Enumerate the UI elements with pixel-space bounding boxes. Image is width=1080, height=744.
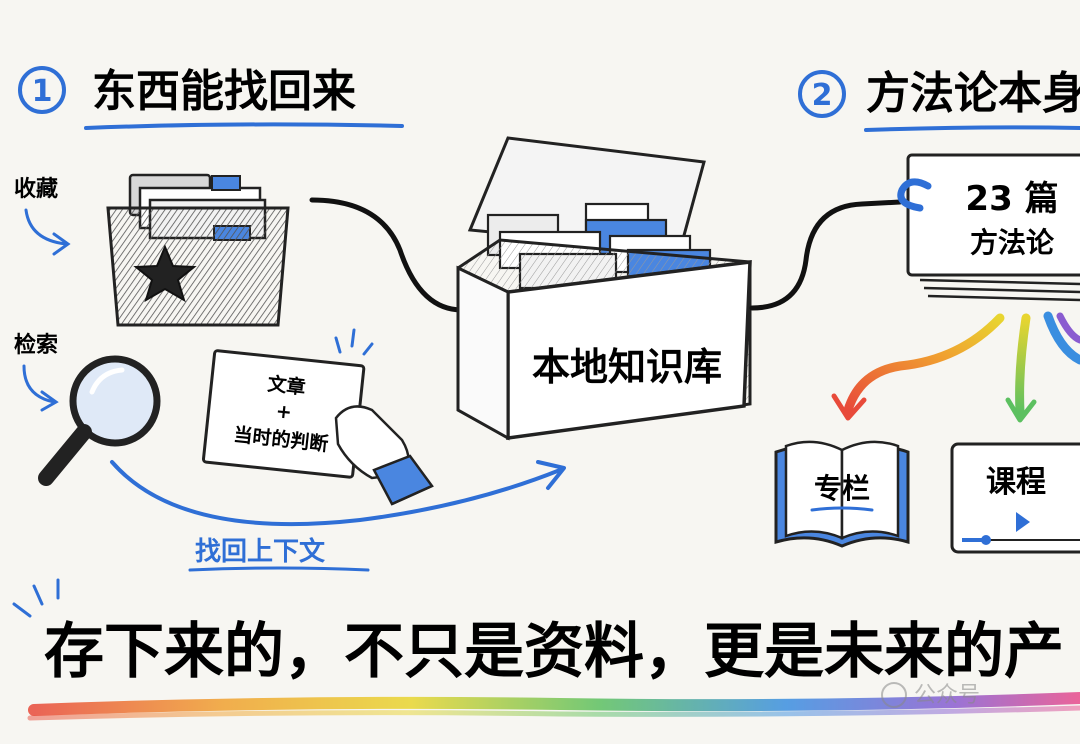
magnifier-icon	[38, 355, 161, 486]
course-label: 课程	[986, 465, 1046, 500]
watermark: 公众号	[881, 682, 980, 708]
star-icon	[133, 244, 197, 303]
progress-knob-icon	[981, 535, 991, 545]
column-book-icon: 专栏	[774, 440, 910, 548]
play-icon	[1016, 512, 1030, 532]
section-2-title-underline	[864, 125, 1080, 132]
hand-icon	[334, 405, 434, 506]
knowledge-base-label: 本地知识库	[532, 345, 722, 389]
favorites-folder-box	[106, 173, 290, 327]
rainbow-arrow-to-course	[1015, 313, 1031, 417]
cable-left	[309, 197, 465, 313]
footer-rainbow-underline	[28, 692, 1080, 716]
stack-label: 方法论	[970, 226, 1055, 259]
recover-arrow-head-icon	[536, 460, 566, 490]
recover-context-arrow	[110, 460, 562, 527]
rainbow-arrow-to-column	[843, 313, 1005, 415]
section-2: 2 方法论本身 23 篇 方法论 专栏	[774, 68, 1080, 554]
recover-label-underline	[188, 566, 370, 572]
stack-count: 23 篇	[965, 179, 1058, 219]
section-1: 1 东西能找回来 收藏 检索	[14, 66, 566, 572]
section-1-title-underline	[84, 122, 404, 130]
watermark-logo-icon	[881, 682, 907, 708]
rainbow-arrow-head-course-icon	[1005, 397, 1037, 423]
cable-right	[749, 199, 903, 311]
rainbow-arrow-right-2	[1056, 312, 1080, 344]
column-label: 专栏	[814, 472, 870, 505]
footer: 存下来的，不只是资料，更是未来的产 公众号	[12, 578, 1080, 721]
methodology-stack: 23 篇 方法论	[897, 153, 1080, 302]
section-1-number: 1	[32, 74, 53, 109]
section-1-number-badge: 1	[18, 66, 66, 114]
collect-label: 收藏	[14, 176, 58, 202]
footer-sparkle-icon	[12, 578, 60, 618]
section-2-title: 方法论本身	[866, 68, 1080, 119]
rainbow-arrow-head-column-icon	[831, 393, 867, 421]
search-arrow-icon	[22, 364, 59, 412]
card-line-1: 文章	[267, 372, 307, 399]
section-2-number-badge: 2	[798, 70, 846, 118]
card-plus: +	[275, 400, 293, 424]
collect-arrow-icon	[24, 208, 71, 256]
section-1-title: 东西能找回来	[92, 66, 356, 117]
course-video-icon: 课程	[950, 442, 1080, 554]
binder-ring-icon	[897, 178, 932, 212]
sparkle-icon	[334, 328, 374, 356]
recover-context-label: 找回上下文	[195, 536, 326, 567]
section-2-number: 2	[812, 78, 833, 113]
search-label: 检索	[14, 332, 58, 358]
watermark-text: 公众号	[914, 683, 980, 708]
local-knowledge-base-box: 本地知识库	[456, 136, 752, 441]
rainbow-arrow-right	[1043, 311, 1080, 365]
note-card: 文章 + 当时的判断	[201, 328, 434, 506]
footer-slogan: 存下来的，不只是资料，更是未来的产	[44, 617, 1064, 687]
